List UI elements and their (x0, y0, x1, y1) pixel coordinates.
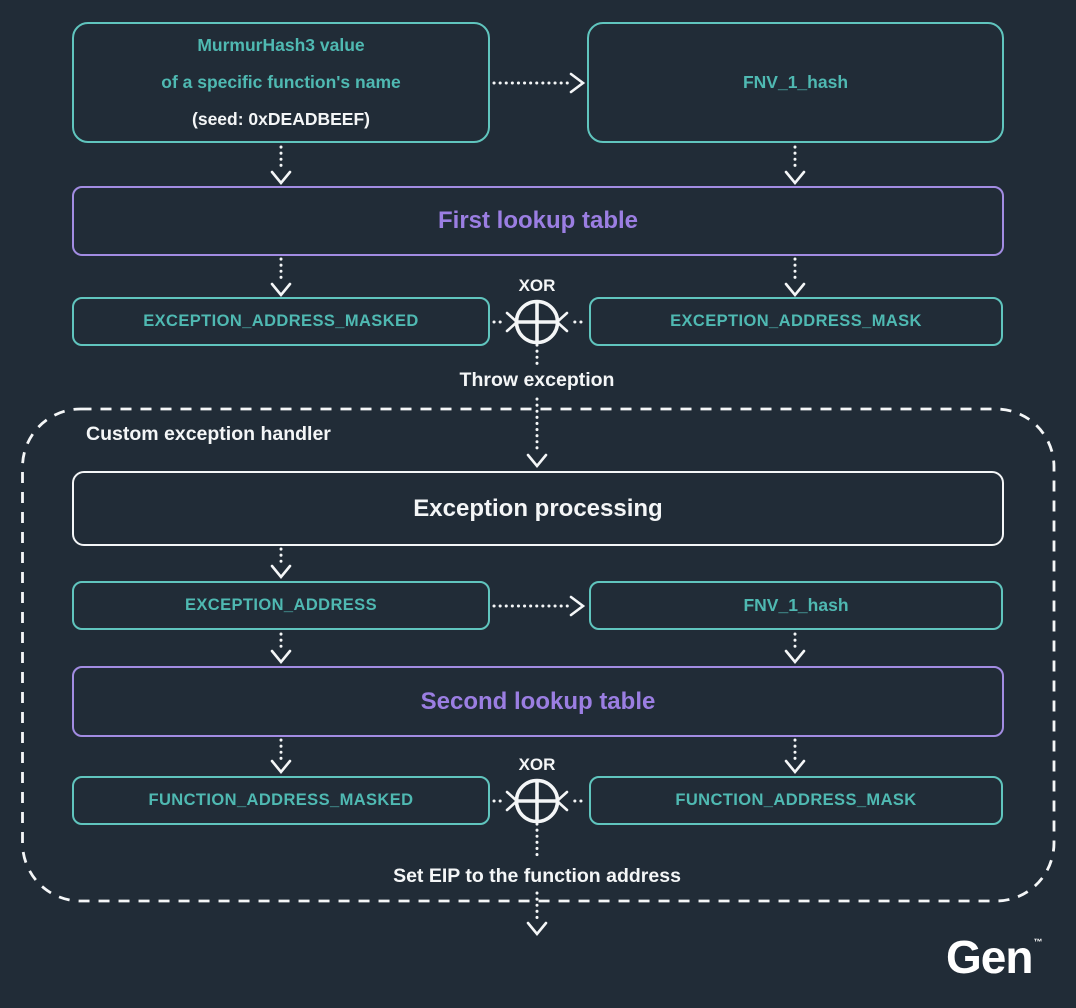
exception-processing-box: Exception processing (72, 471, 1004, 546)
exception-handler-boundary (21, 407, 1056, 903)
arrow-processing-to-address (270, 547, 292, 580)
xor-top-icon (514, 299, 560, 345)
xor-top-label: XOR (518, 276, 556, 295)
xor-bottom-icon (514, 778, 560, 824)
exception-address-mask-label: EXCEPTION_ADDRESS_MASK (670, 312, 922, 330)
throw-exception-label: Throw exception (459, 369, 615, 391)
arrow-murmur-to-fnv (492, 72, 586, 94)
fnv-hash-bottom-box: FNV_1_hash (589, 581, 1003, 630)
arrow-xor-bottom-to-exit (526, 822, 548, 937)
exception-address-box: EXCEPTION_ADDRESS (72, 581, 490, 630)
gen-logo-trademark: ™ (1033, 937, 1043, 947)
first-lookup-table-box: First lookup table (72, 186, 1004, 256)
murmurhash-seed: (seed: 0xDEADBEEF) (192, 109, 370, 129)
handler-title: Custom exception handler (86, 423, 331, 445)
function-address-mask-label: FUNCTION_ADDRESS_MASK (675, 791, 917, 809)
arrow-masked-to-xor-top (492, 311, 519, 333)
arrow-first-lookup-to-masked (270, 257, 292, 298)
fnv-hash-bottom-label: FNV_1_hash (743, 595, 849, 615)
xor-bottom-label: XOR (518, 755, 556, 774)
second-lookup-table-label: Second lookup table (420, 687, 656, 715)
function-address-masked-box: FUNCTION_ADDRESS_MASKED (72, 776, 490, 825)
exception-address-masked-label: EXCEPTION_ADDRESS_MASKED (143, 312, 419, 330)
arrow-second-lookup-to-mask (784, 738, 806, 775)
arrow-function-masked-to-xor (492, 790, 519, 812)
arrow-fnv-to-first-lookup (784, 145, 806, 186)
arrow-fnv-to-second-lookup (784, 632, 806, 665)
arrow-function-mask-to-xor (555, 790, 583, 812)
arrow-murmur-to-first-lookup (270, 145, 292, 186)
exception-address-masked-box: EXCEPTION_ADDRESS_MASKED (72, 297, 490, 346)
arrow-address-to-second-lookup (270, 632, 292, 665)
second-lookup-table-box: Second lookup table (72, 666, 1004, 737)
function-address-mask-box: FUNCTION_ADDRESS_MASK (589, 776, 1003, 825)
murmurhash-line-1: MurmurHash3 value (197, 35, 365, 55)
murmurhash-box: MurmurHash3 value of a specific function… (72, 22, 490, 143)
fnv-hash-top-label: FNV_1_hash (742, 72, 849, 92)
function-address-masked-label: FUNCTION_ADDRESS_MASKED (148, 791, 414, 809)
fnv-hash-top-box: FNV_1_hash (587, 22, 1004, 143)
gen-logo-text: Gen (946, 931, 1033, 983)
set-eip-label: Set EIP to the function address (393, 865, 681, 887)
arrow-first-lookup-to-mask (784, 257, 806, 298)
arrow-second-lookup-to-masked (270, 738, 292, 775)
arrow-mask-to-xor-top (555, 311, 583, 333)
first-lookup-table-label: First lookup table (437, 207, 638, 234)
exception-address-label: EXCEPTION_ADDRESS (184, 596, 377, 614)
arrow-address-to-fnv (492, 595, 586, 617)
exception-processing-label: Exception processing (413, 494, 663, 522)
arrow-xor-top-to-processing (526, 343, 548, 469)
murmurhash-line-2: of a specific function's name (161, 72, 401, 92)
exception-address-mask-box: EXCEPTION_ADDRESS_MASK (589, 297, 1003, 346)
